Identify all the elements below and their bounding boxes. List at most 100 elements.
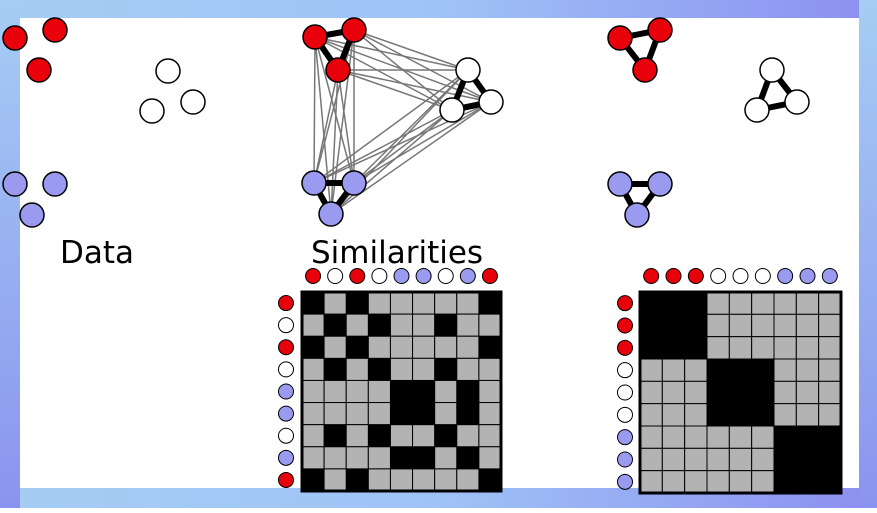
graph-blue-node-3 (318, 201, 344, 227)
graph-weak-edge-7 (353, 29, 469, 71)
clustered-white-node-2 (744, 97, 770, 123)
clustered-white-node-1 (759, 57, 785, 83)
similarities-caption: Similarities (311, 235, 484, 271)
unsorted-cell-r7-c4 (368, 424, 391, 448)
unsorted-cell-r9-c6 (412, 468, 436, 492)
unsorted-cell-r8-c8 (456, 446, 480, 470)
unsorted-cell-r9-c5 (389, 468, 414, 492)
sorted-cell-r8-c1 (639, 447, 663, 472)
unsorted-cell-r7-c3 (345, 424, 369, 448)
sorted-cell-r9-c4 (706, 470, 730, 494)
unsorted-cell-r2-c6 (412, 313, 436, 337)
sorted-cell-r5-c4 (706, 381, 730, 404)
sorted-cell-r9-c5 (728, 470, 753, 494)
sorted-cell-r9-c7 (773, 470, 797, 494)
sorted-cell-r3-c7 (773, 336, 797, 360)
unsorted-cell-r9-c7 (434, 468, 458, 492)
unsorted-cell-r9-c2 (323, 468, 347, 492)
unsorted-column-legend-9 (481, 268, 498, 284)
sorted-cell-r3-c9 (818, 336, 842, 360)
unsorted-cell-r4-c3 (345, 357, 369, 381)
sorted-cell-r8-c4 (706, 447, 730, 472)
sorted-cell-r1-c4 (706, 291, 730, 315)
unsorted-cell-r4-c1 (301, 357, 325, 381)
unsorted-cell-r5-c4 (367, 379, 391, 404)
similarity-matrix-unsorted (278, 268, 503, 493)
unsorted-cell-r8-c3 (345, 446, 369, 470)
sorted-row-legend-8 (617, 451, 633, 468)
sorted-cell-r6-c2 (661, 403, 686, 427)
graph-weak-edge-15 (337, 69, 492, 103)
sorted-column-legend-1 (643, 268, 660, 284)
unsorted-cell-r6-c5 (390, 402, 413, 425)
sorted-row-legend-9 (617, 473, 633, 490)
unsorted-cell-r7-c9 (478, 424, 502, 448)
sorted-cell-r1-c7 (773, 291, 797, 315)
sorted-cell-r3-c2 (662, 336, 685, 360)
sorted-cell-r5-c8 (795, 380, 820, 405)
clustered-blue-node-1 (607, 171, 633, 197)
sorted-cell-r9-c8 (796, 470, 819, 494)
sorted-cell-r5-c3 (684, 380, 708, 405)
sorted-cell-r5-c1 (639, 380, 663, 405)
sorted-cell-r3-c3 (684, 336, 708, 360)
graph-blue-node-2 (341, 170, 367, 196)
sorted-cell-r7-c1 (639, 425, 663, 449)
sorted-column-legend-2 (665, 268, 682, 284)
unsorted-cell-r1-c3 (345, 291, 369, 315)
graph-weak-edge-4 (313, 36, 316, 184)
unsorted-column-legend-6 (415, 268, 432, 284)
sorted-column-legend-5 (732, 268, 749, 284)
sorted-cell-r9-c2 (661, 470, 686, 494)
graph-weak-edge-22 (313, 109, 453, 184)
unsorted-row-legend-9 (278, 471, 294, 488)
unsorted-cell-r5-c2 (323, 379, 347, 404)
unsorted-cell-r4-c4 (368, 358, 391, 381)
unsorted-cell-r5-c6 (412, 380, 435, 403)
graph-weak-edge-9 (353, 29, 492, 103)
graph-weak-edge-20 (353, 69, 469, 184)
unsorted-cell-r7-c1 (301, 424, 325, 448)
unsorted-column-legend-4 (371, 268, 388, 284)
sorted-cell-r8-c3 (684, 447, 708, 472)
unsorted-cell-r8-c4 (367, 446, 391, 470)
unsorted-cell-r8-c2 (323, 446, 347, 470)
sorted-cell-r5-c6 (751, 381, 775, 404)
sorted-cell-r7-c8 (796, 425, 819, 449)
unsorted-cell-r2-c5 (389, 313, 414, 337)
graph-weak-edge-19 (313, 69, 469, 184)
unsorted-cell-r4-c8 (456, 357, 480, 381)
sorted-cell-r3-c8 (795, 336, 820, 360)
sorted-cell-r3-c6 (751, 336, 775, 360)
clustered-blue-node-3 (624, 202, 650, 228)
data-red-node-2 (42, 17, 68, 43)
sorted-cell-r6-c7 (773, 403, 797, 427)
sorted-cell-r6-c1 (639, 403, 663, 427)
sorted-cell-r9-c1 (639, 470, 663, 494)
unsorted-cell-r3-c4 (367, 335, 391, 359)
sorted-row-legend-4 (617, 362, 633, 379)
clustered-white-node-3 (784, 89, 810, 115)
unsorted-cell-r8-c6 (412, 446, 435, 470)
sorted-cell-r1-c6 (751, 291, 775, 315)
sorted-cell-r1-c2 (662, 291, 685, 315)
sorted-row-legend-1 (617, 295, 633, 312)
data-blue-node-2 (42, 171, 68, 197)
unsorted-cell-r3-c2 (323, 335, 347, 359)
unsorted-cell-r3-c6 (412, 335, 436, 359)
unsorted-cell-r6-c8 (456, 402, 480, 425)
sorted-cell-r1-c5 (728, 291, 753, 315)
unsorted-border (300, 290, 503, 493)
unsorted-row-legend-1 (278, 295, 294, 312)
sorted-cell-r5-c7 (773, 380, 797, 405)
graph-weak-edge-14 (337, 69, 453, 111)
clustered-red-node-1 (607, 25, 633, 51)
unsorted-cell-r2-c4 (368, 313, 391, 337)
sorted-cell-r6-c8 (795, 403, 820, 427)
sorted-cell-r6-c3 (684, 403, 708, 427)
unsorted-cell-r1-c5 (389, 291, 414, 315)
unsorted-cell-r3-c8 (456, 335, 480, 359)
sorted-cell-r2-c7 (773, 313, 797, 338)
panel-similarity-graph (301, 17, 504, 227)
